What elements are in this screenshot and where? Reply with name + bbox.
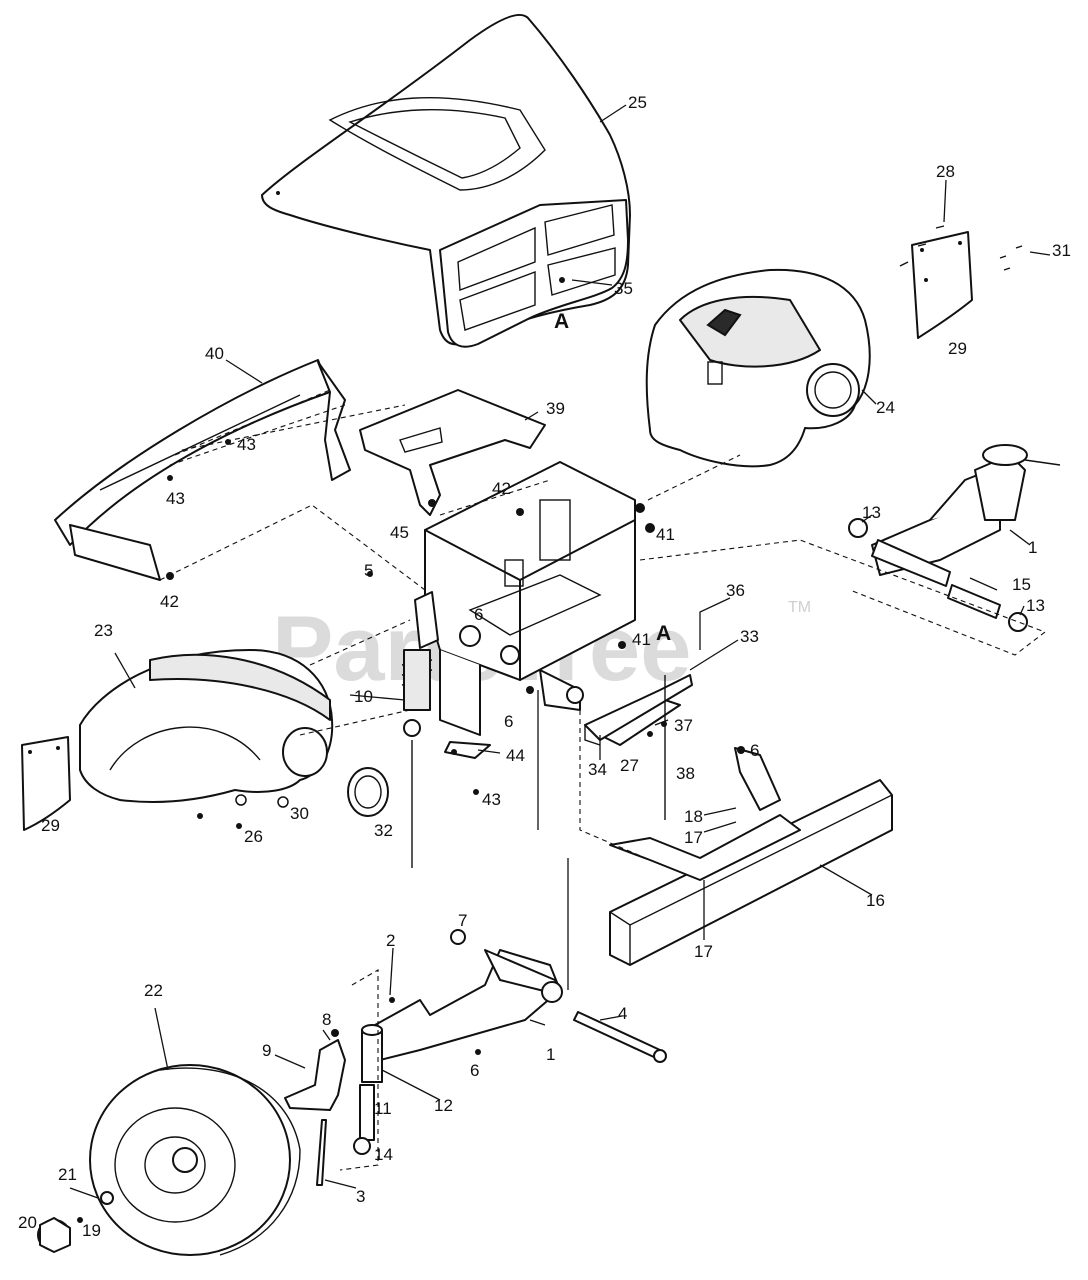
callout-33: 33 xyxy=(740,627,759,646)
callout-4: 4 xyxy=(618,1004,627,1023)
callout-42-left: 42 xyxy=(160,592,179,611)
callout-37: 37 xyxy=(674,716,693,735)
dash-housing-part xyxy=(645,268,871,468)
mud-flap-left-part xyxy=(21,736,71,831)
callout-16: 16 xyxy=(866,891,885,910)
callout-13-upper: 13 xyxy=(862,503,881,522)
callout-18: 18 xyxy=(684,807,703,826)
callout-23: 23 xyxy=(94,621,113,640)
callout-41-lower: 41 xyxy=(632,630,651,649)
callout-20: 20 xyxy=(18,1213,37,1232)
screws-28-part xyxy=(899,225,1023,271)
callout-28: 28 xyxy=(936,162,955,181)
callout-14: 14 xyxy=(374,1145,393,1164)
callout-25: 25 xyxy=(628,93,647,112)
callout-41-upper: 41 xyxy=(656,525,675,544)
hood-support-bracket-part xyxy=(359,389,546,516)
callout-17-lower: 17 xyxy=(694,942,713,961)
callout-3: 3 xyxy=(356,1187,365,1206)
callout-ref-a-linkage: A xyxy=(656,622,671,645)
hood-part xyxy=(261,14,631,348)
callout-8: 8 xyxy=(322,1010,331,1029)
front-axle-support-part xyxy=(609,747,893,966)
grille-frame-part xyxy=(54,359,351,581)
callout-35: 35 xyxy=(614,279,633,298)
callout-2: 2 xyxy=(386,931,395,950)
callout-13-lower: 13 xyxy=(1026,596,1045,615)
left-fender-part xyxy=(79,649,334,803)
assembly-lines xyxy=(159,389,1047,990)
callout-6-lower: 6 xyxy=(470,1061,479,1080)
hub-cap-part xyxy=(37,1217,71,1253)
watermark-trademark: TM xyxy=(788,599,811,616)
king-pin-parts xyxy=(316,969,383,1186)
pivot-bolt-part xyxy=(573,1011,667,1063)
spring-shock-part xyxy=(401,591,439,868)
headlight-part xyxy=(347,767,389,817)
hardware-dots xyxy=(77,439,745,1223)
spindle-part xyxy=(284,1039,346,1111)
callout-12: 12 xyxy=(434,1096,453,1115)
callout-15: 15 xyxy=(1012,575,1031,594)
callout-38: 38 xyxy=(676,764,695,783)
callout-45: 45 xyxy=(390,523,409,542)
callout-10: 10 xyxy=(354,687,373,706)
callout-43-lower: 43 xyxy=(482,790,501,809)
mud-flap-right-part xyxy=(911,231,973,339)
callout-39: 39 xyxy=(546,399,565,418)
callout-5: 5 xyxy=(364,561,373,580)
callout-6-center: 6 xyxy=(474,605,483,624)
callout-7: 7 xyxy=(458,911,467,930)
callout-ref-a-hood: A xyxy=(554,310,569,333)
callout-32: 32 xyxy=(374,821,393,840)
callout-40: 40 xyxy=(205,344,224,363)
callout-27: 27 xyxy=(620,756,639,775)
callout-34: 34 xyxy=(588,760,607,779)
callout-26: 26 xyxy=(244,827,263,846)
callout-6-lower-center: 6 xyxy=(504,712,513,731)
main-chassis-part xyxy=(424,461,636,736)
callout-42-center: 42 xyxy=(492,479,511,498)
callout-29-left: 29 xyxy=(41,816,60,835)
callout-31: 31 xyxy=(1052,241,1071,260)
linkage-33-34-part xyxy=(584,674,693,820)
callout-17-upper: 17 xyxy=(684,828,703,847)
callout-1-lower: 1 xyxy=(546,1045,555,1064)
callout-36: 36 xyxy=(726,581,745,600)
callout-43-left: 43 xyxy=(166,489,185,508)
callout-1-upper: 1 xyxy=(1028,538,1037,557)
callout-9: 9 xyxy=(262,1041,271,1060)
callout-24: 24 xyxy=(876,398,895,417)
callout-29-right: 29 xyxy=(948,339,967,358)
leader-lines xyxy=(69,104,1051,1199)
bracket-44-part xyxy=(444,741,491,759)
wheel-part xyxy=(89,1064,301,1256)
callout-6-right: 6 xyxy=(750,741,759,760)
callout-19: 19 xyxy=(82,1221,101,1240)
callout-44: 44 xyxy=(506,746,525,765)
callout-11: 11 xyxy=(374,1099,392,1118)
callout-22: 22 xyxy=(144,981,163,1000)
front-axle-beam-part xyxy=(374,929,563,1061)
callout-labels: 25 35 A 28 31 29 24 40 39 43 43 45 42 41… xyxy=(18,93,1071,1240)
callout-30: 30 xyxy=(290,804,309,823)
callout-21: 21 xyxy=(58,1165,77,1184)
callout-43-upper: 43 xyxy=(237,435,256,454)
